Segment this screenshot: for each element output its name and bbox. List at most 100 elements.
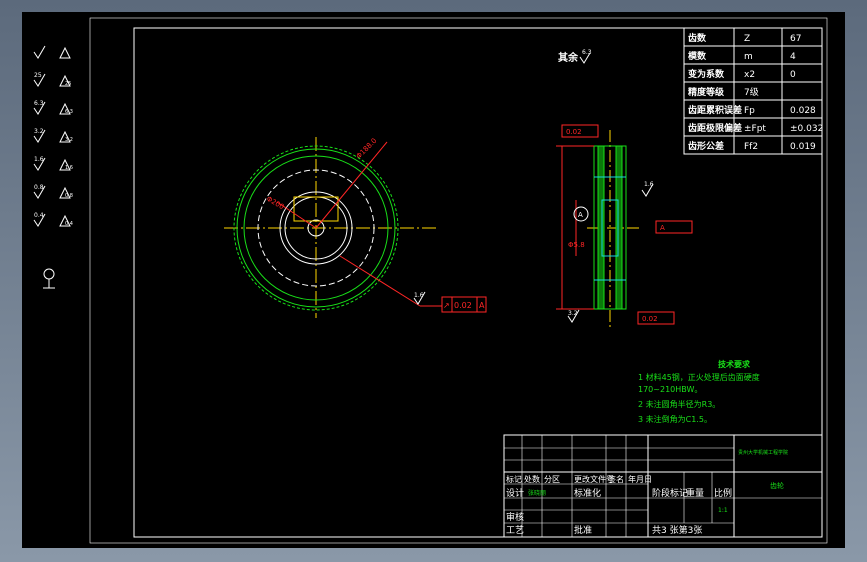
surface-other-note: 其余 6.3 [558,49,592,64]
side-view: A Φ5.8 0.02 0.02 A 1.6 3.2 [556,124,693,328]
inner-border [133,27,823,538]
front-roughness-value: 1.6 [414,292,424,299]
tech-req-line: 1 材料45钢，正火处理后齿面硬度 [638,372,760,382]
param-symbol: Fp [744,106,755,116]
roughness-symbol-icon[interactable] [33,213,46,227]
revision-header-cell: 分区 [544,475,560,484]
param-value: 0 [790,70,796,80]
revision-header-cell: 标记 [506,474,522,484]
param-symbol: x2 [744,70,755,80]
palette-left-value: 1.6 [34,156,44,163]
keyway-outline [293,196,339,222]
side-tol-top-value: 0.02 [566,128,582,136]
school-name: 贵州大学机械工程学院 [738,449,788,456]
roughness-symbol-icon[interactable] [33,129,46,143]
roughness-symbol-icon[interactable] [33,101,46,115]
roughness-symbol-icon [641,183,654,197]
side-tol-frame-datum [655,220,693,234]
front-tolerance-value: 0.02 [454,301,472,310]
design-label: 设计 [506,487,524,499]
param-name: 齿距极限偏差 [688,122,742,134]
runout-icon: ↗ [443,301,450,310]
roughness-triangle-icon[interactable] [59,46,71,59]
datum-symbol-icon[interactable] [43,268,55,280]
palette-left-value: 0.8 [34,184,44,191]
param-value: 67 [790,34,801,44]
roughness-symbol-icon[interactable] [33,73,46,87]
approve-label: 批准 [574,524,592,536]
palette-right-value: 6.3 [65,109,73,115]
dim-leader-1 [315,141,388,229]
roughness-triangle-icon[interactable] [59,74,71,87]
param-symbol: Ff2 [744,142,758,152]
roughness-symbol-icon [567,309,580,323]
roughness-symbol-icon[interactable] [33,45,46,59]
title-block: 标记处数分区更改文件号签名年月日 设计 张晓丽 标准化 阶段标记 重量 比例 1… [503,434,823,538]
param-name: 变为系数 [688,68,725,80]
other-note-value: 6.3 [582,49,592,56]
side-tol-frame-bottom [637,311,675,325]
roughness-symbol-icon[interactable] [33,157,46,171]
revision-header-cell: 年月日 [628,474,652,484]
revision-header-cell: 签名 [608,474,624,484]
param-name: 精度等级 [688,86,725,98]
param-value: 0.019 [790,142,816,152]
param-symbol: Z [744,34,750,44]
param-name: 齿距累积误差 [688,104,742,116]
other-note-text: 其余 [558,51,579,64]
bore-circle [307,219,325,237]
palette-left-value: 6.3 [34,100,44,107]
addendum-circle [233,145,399,311]
roughness-symbol-icon [579,52,591,64]
technical-requirements: 技术要求 1 材料45钢，正火处理后齿面硬度 170~210HBW。 2 未注圆… [638,359,760,424]
palette-right-value: 3.2 [65,137,73,143]
side-diameter-label: Φ5.8 [568,241,585,249]
revision-header-cell: 处数 [524,474,540,484]
front-dim-label-1: Φ200 [265,195,285,211]
palette-left-value: 0.4 [34,212,44,219]
param-value: 4 [790,52,796,62]
process-label: 工艺 [506,525,524,536]
side-tol-datum-value: A [660,224,665,232]
tech-req-line: 170~210HBW。 [638,385,702,394]
roughness-leader [339,255,421,307]
tech-req-line: 3 未注倒角为C1.5。 [638,414,712,424]
sheets-label: 共3 张第3张 [652,524,702,536]
roughness-symbol-icon[interactable] [33,185,46,199]
roughness-triangle-icon[interactable] [59,102,71,115]
pitch-circle [236,148,396,308]
rim-hatch-right [615,145,623,310]
front-datum: A [479,301,485,310]
datum-circle [573,206,589,222]
param-name: 齿形公差 [688,140,724,152]
roughness-triangle-icon[interactable] [59,186,71,199]
stage-label: 阶段标记 [652,487,688,499]
outer-border [89,17,828,544]
roughness-triangle-icon[interactable] [59,158,71,171]
front-view: Φ188.0 Φ200 1.6 ↗ 0.02 A [224,137,487,318]
palette-right-value: 0.8 [65,193,73,199]
param-name: 模数 [688,50,707,62]
tech-req-title: 技术要求 [718,359,751,369]
palette-left-value: 25 [34,72,42,79]
param-symbol: m [744,52,753,62]
review-label: 审核 [506,511,524,523]
param-symbol: 7级 [744,86,759,98]
param-value: ±0.032 [790,124,823,134]
side-tol-bottom-value: 0.02 [642,315,658,323]
roughness-triangle-icon[interactable] [59,130,71,143]
roughness-triangle-icon[interactable] [59,214,71,227]
side-roughness-right: 1.6 [644,181,654,188]
param-symbol: ±Fpt [744,124,766,134]
revision-header-cell: 更改文件号 [574,474,614,484]
root-circle [243,155,389,301]
web-circle [257,169,375,287]
palette-right-value: 1.6 [65,165,73,171]
palette-right-value: 25 [65,81,71,87]
gear-rim-outline [593,145,627,310]
param-name: 齿数 [688,32,707,44]
side-tol-frame-top [561,124,599,138]
